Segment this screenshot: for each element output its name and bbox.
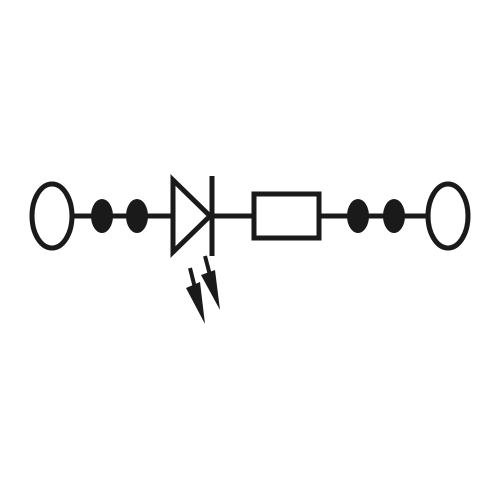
connection-dot-left-2 — [126, 199, 148, 233]
light-arrows-icon — [186, 255, 220, 324]
resistor-body — [251, 191, 322, 241]
connection-dot-left-1 — [91, 199, 113, 233]
led-diode-symbol — [170, 174, 215, 258]
connection-dot-right-1 — [347, 199, 369, 233]
connection-dot-right-2 — [383, 199, 405, 233]
diode-triangle — [170, 174, 214, 258]
terminal-left — [29, 181, 75, 251]
terminal-right — [425, 181, 471, 251]
